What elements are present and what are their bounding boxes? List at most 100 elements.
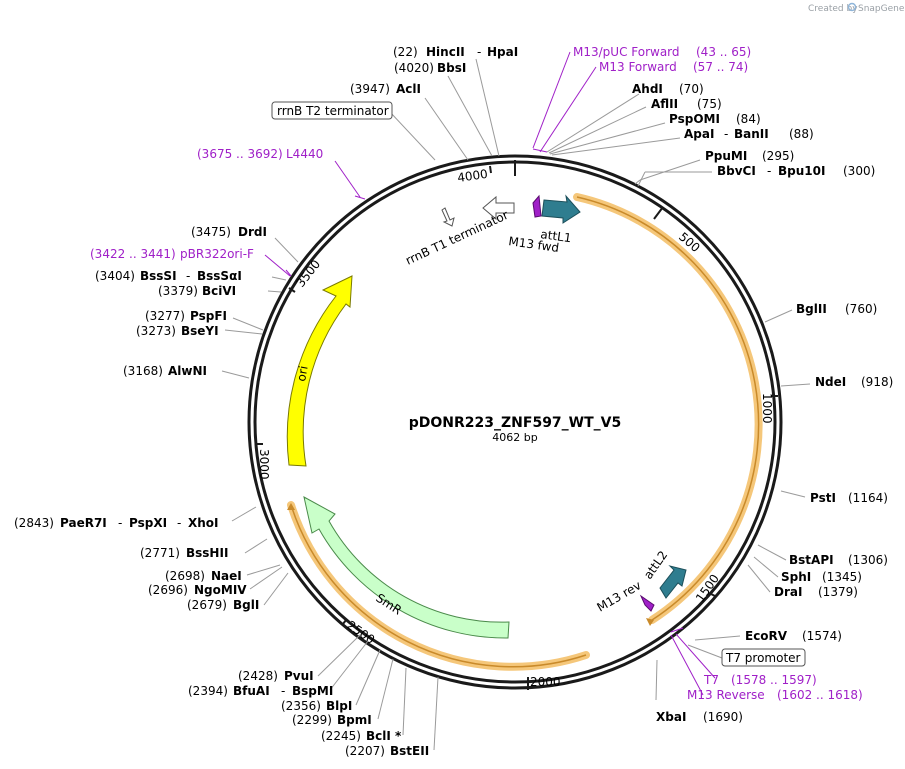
m13puc-label: M13/pUC Forward (573, 45, 680, 59)
blpi-label: BlpI (326, 699, 352, 713)
bglii-pos: (760) (845, 302, 877, 316)
bspmi-label: BspMI (292, 684, 333, 698)
xbai-pos: (1690) (703, 710, 743, 724)
hincii-pos: (22) (393, 45, 418, 59)
pvui-label: PvuI (284, 669, 314, 683)
drai-label: DraI (774, 585, 802, 599)
m13r-pos: (1602 .. 1618) (777, 688, 863, 702)
attl1-label: attL1 (540, 227, 573, 245)
bpu10i-label: Bpu10I (778, 164, 825, 178)
apai-label: ApaI (684, 127, 714, 141)
naei-pos: (2698) (165, 569, 205, 583)
bsshii-label: BssHII (186, 546, 228, 560)
m13-rev-arrow (639, 594, 655, 612)
rrnb-t1-label: rrnB T1 terminator (403, 208, 510, 268)
bsssi-label: BssSI (140, 269, 177, 283)
acli-pos: (3947) (350, 82, 390, 96)
bseyi-label: BseYI (181, 324, 219, 338)
ngomiv-label: NgoMIV (194, 583, 247, 597)
pvui-pos: (2428) (238, 669, 278, 683)
l4440-label: L4440 (286, 147, 323, 161)
bsteii-label: BstEII (390, 744, 429, 758)
l4440-pos: (3675 .. 3692) (197, 147, 283, 161)
pspfi-label: PspFI (190, 309, 227, 323)
hincii-label: HincII (426, 45, 465, 59)
bsssai-label: BssSαI (197, 269, 242, 283)
snapgene-logo (847, 2, 857, 12)
plasmid-name: pDONR223_ZNF597_WT_V5 (409, 415, 622, 431)
bbvci-pos: (300) (843, 164, 875, 178)
t7-label: T7 (703, 673, 719, 687)
ori-label: ori (294, 365, 310, 383)
pbr-pos: (3422 .. 3441) (90, 247, 176, 261)
ecorv-pos: (1574) (802, 629, 842, 643)
bbsi-label: BbsI (437, 61, 466, 75)
bgli-pos: (2679) (187, 598, 227, 612)
xhoi-label: XhoI (188, 516, 219, 530)
drdi-pos: (3475) (191, 225, 231, 239)
t7-promoter-box: T7 promoter (721, 648, 806, 667)
bsteii-pos: (2207) (345, 744, 385, 758)
pspxi-label: PspXI (129, 516, 167, 530)
aflii-label: AflII (651, 97, 678, 111)
bsshii-pos: (2771) (140, 546, 180, 560)
bcli-label: BclI * (366, 729, 402, 743)
bcivi-label: BciVI (202, 284, 236, 298)
bfuai-dash: - (281, 684, 285, 698)
bbvci-dash: - (767, 164, 771, 178)
bbvci-label: BbvCI (717, 164, 756, 178)
attl2-label: attL2 (641, 548, 670, 582)
tick-2000: 2000 (530, 675, 561, 689)
m13-rev-label: M13 rev (595, 578, 644, 614)
ngomiv-pos: (2696) (148, 583, 188, 597)
pspomi-label: PspOMI (669, 112, 720, 126)
tick-4000: 4000 (456, 167, 488, 185)
bfuai-pos: (2394) (188, 684, 228, 698)
bstapi-label: BstAPI (789, 553, 834, 567)
paer7i-label: PaeR7I (60, 516, 107, 530)
alwni-label: AlwNI (168, 364, 207, 378)
bstapi-pos: (1306) (848, 553, 888, 567)
rrnb-t1-arrow (482, 195, 515, 221)
bseyi-pos: (3273) (136, 324, 176, 338)
bfuai-label: BfuAI (233, 684, 270, 698)
acli-label: AclI (396, 82, 421, 96)
rrnb-t2-label: rrnB T2 terminator (277, 104, 389, 118)
psti-pos: (1164) (848, 491, 888, 505)
paer7i-pos: (2843) (14, 516, 54, 530)
bcivi-pos: (3379) (158, 284, 198, 298)
sphi-label: SphI (781, 570, 811, 584)
xbai-label: XbaI (656, 710, 686, 724)
bglii-label: BglII (796, 302, 827, 316)
apai-dash: - (724, 127, 728, 141)
pbr-label: pBR322ori-F (180, 247, 254, 261)
plasmid-size: 4062 bp (492, 431, 537, 444)
sphi-pos: (1345) (822, 570, 862, 584)
bpmi-label: BpmI (337, 713, 372, 727)
alwni-pos: (3168) (123, 364, 163, 378)
bpmi-pos: (2299) (292, 713, 332, 727)
drdi-label: DrdI (238, 225, 267, 239)
attl1-arrow (541, 194, 581, 224)
ppumi-label: PpuMI (705, 149, 747, 163)
brand-text: SnapGene (858, 4, 905, 14)
naei-label: NaeI (211, 569, 242, 583)
m13-fwd-arrow (532, 194, 542, 218)
m13puc-pos: (43 .. 65) (696, 45, 751, 59)
bsssi-dash: - (186, 269, 190, 283)
m13r-label: M13 Reverse (687, 688, 765, 702)
hincii-dash: - (477, 45, 481, 59)
blpi-pos: (2356) (281, 699, 321, 713)
ndei-pos: (918) (861, 375, 893, 389)
aflii-pos: (75) (697, 97, 722, 111)
pspxi-dash: - (177, 516, 181, 530)
rrnb-t2-arrow (441, 207, 455, 227)
bgli-label: BglI (233, 598, 259, 612)
bcli-pos: (2245) (321, 729, 361, 743)
tick-1000: 1000 (760, 393, 774, 424)
m13f-pos: (57 .. 74) (693, 60, 748, 74)
hpai-label: HpaI (487, 45, 518, 59)
tick-3000: 3000 (257, 449, 271, 480)
apai-pos: (88) (789, 127, 814, 141)
bbsi-pos: (4020) (394, 61, 434, 75)
